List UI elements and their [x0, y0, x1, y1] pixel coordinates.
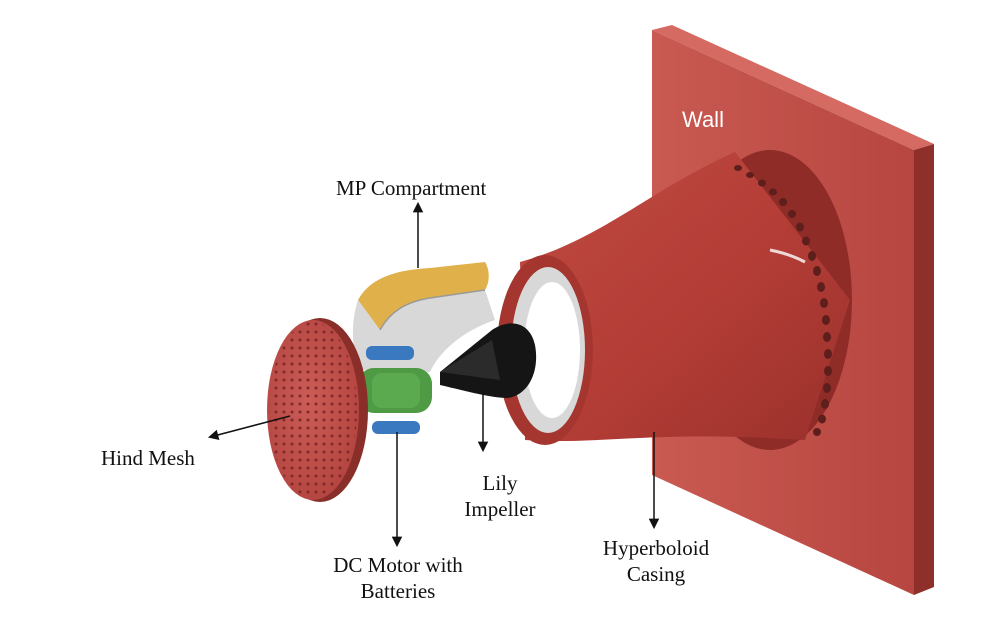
- wall-label: Wall: [682, 107, 724, 132]
- hyperboloid-label-line2: Casing: [626, 562, 686, 586]
- dc-motor-with-batteries: [358, 346, 432, 434]
- callout-arrows: [207, 201, 660, 548]
- lily-impeller-label: Lily Impeller: [440, 470, 560, 522]
- hind-mesh: [267, 318, 368, 502]
- dc-motor-label-line2: Batteries: [360, 579, 436, 603]
- hyperboloid-label-line1: Hyperboloid: [602, 536, 710, 560]
- hyperboloid-casing-label: Hyperboloid Casing: [586, 535, 726, 587]
- mp-compartment-label: MP Compartment: [336, 176, 487, 200]
- hyperboloid-casing: [497, 150, 852, 450]
- lily-impeller: [440, 323, 537, 398]
- lily-impeller-label-line1: Lily: [482, 471, 518, 495]
- hind-mesh-label: Hind Mesh: [101, 446, 195, 470]
- dc-motor-label: DC Motor with Batteries: [308, 552, 488, 604]
- dc-motor-label-line1: DC Motor with: [333, 553, 463, 577]
- lily-impeller-label-line2: Impeller: [464, 497, 536, 521]
